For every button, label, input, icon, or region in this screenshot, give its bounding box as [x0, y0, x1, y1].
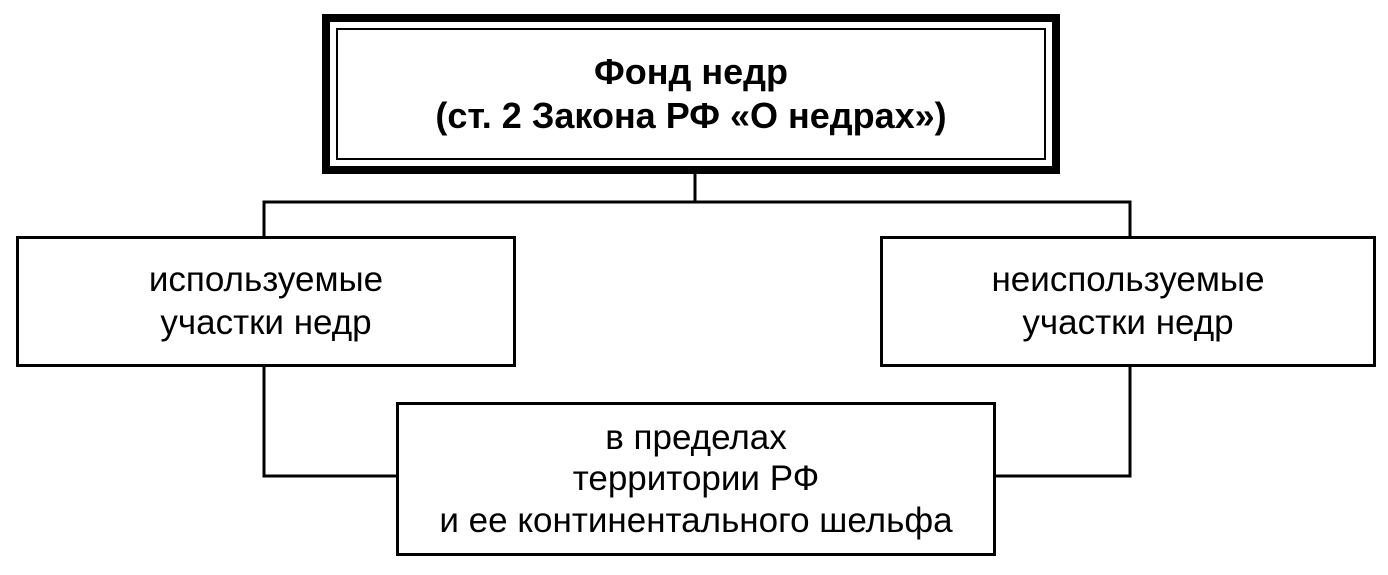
node-used-line2: участки недр	[160, 302, 372, 342]
node-within-territory: в пределах территории РФ и ее континента…	[396, 402, 996, 556]
node-used-subsoil-plots: используемые участки недр	[16, 236, 516, 367]
connector-left-to-bottom	[262, 365, 398, 478]
node-territory-line2: территории РФ	[572, 459, 820, 499]
connector-right-to-bottom	[994, 365, 1132, 478]
node-territory-line1: в пределах	[605, 418, 787, 458]
root-node-subtitle: (ст. 2 Закона РФ «О недрах»)	[435, 95, 947, 136]
node-unused-line2: участки недр	[1022, 302, 1234, 342]
root-node-subsoil-fund: Фонд недр (ст. 2 Закона РФ «О недрах»)	[322, 14, 1060, 174]
root-node-title: Фонд недр	[594, 51, 788, 93]
node-territory-line3: и ее континентального шельфа	[439, 500, 953, 540]
node-used-line1: используемые	[148, 259, 384, 299]
node-unused-subsoil-plots: неиспользуемые участки недр	[880, 236, 1376, 367]
node-unused-line1: неиспользуемые	[991, 259, 1265, 299]
